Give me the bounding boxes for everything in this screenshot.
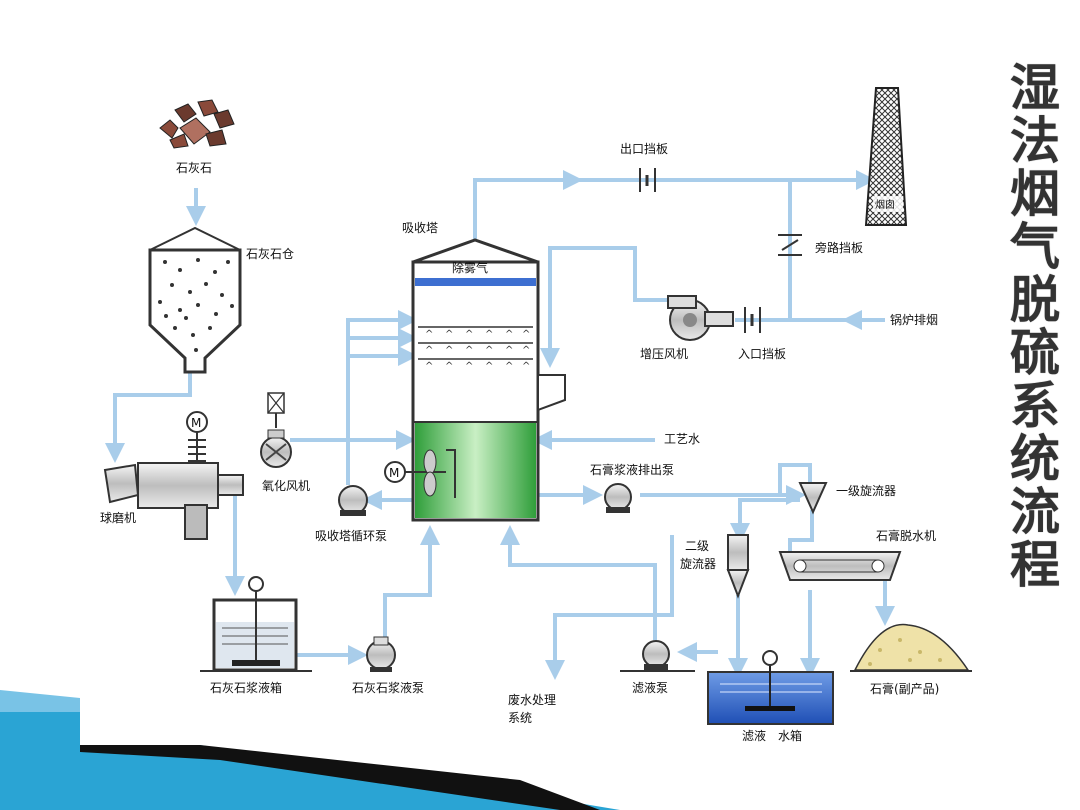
gypsum-product-icon xyxy=(850,623,972,672)
pipes xyxy=(105,170,895,680)
limestone-label: 石灰石 xyxy=(176,161,212,175)
title-char: 法 xyxy=(1010,112,1060,170)
svg-text:^: ^ xyxy=(465,345,473,356)
secondary-cyclone-label-2: 旋流器 xyxy=(680,557,716,571)
title-char: 脱 xyxy=(1010,271,1060,329)
gypsum-pump-icon xyxy=(604,483,632,513)
recirc-pump-label: 吸收塔循环泵 xyxy=(315,529,387,543)
oxidation-fan-icon xyxy=(260,392,292,468)
secondary-cyclone-icon xyxy=(726,534,750,599)
limestone-silo xyxy=(148,226,242,374)
wastewater-label-2: 系统 xyxy=(508,711,532,725)
booster-fan-icon xyxy=(667,295,734,341)
gypsum-dewater-icon xyxy=(778,551,902,581)
title-char: 系 xyxy=(1010,377,1060,435)
svg-text:^: ^ xyxy=(522,361,530,372)
recirc-pump-icon xyxy=(338,485,368,516)
filtrate-tank-label-2: 水箱 xyxy=(778,728,802,743)
svg-text:^: ^ xyxy=(522,345,530,356)
filtrate-tank xyxy=(707,650,834,725)
absorber-label: 吸收塔 xyxy=(402,221,438,235)
gypsum-dewater-label: 石膏脱水机 xyxy=(876,528,936,543)
filtrate-tank-label-1: 滤液 xyxy=(742,728,766,743)
svg-text:^: ^ xyxy=(425,345,433,356)
svg-text:^: ^ xyxy=(425,361,433,372)
svg-text:M: M xyxy=(389,466,399,480)
svg-text:^: ^ xyxy=(445,345,453,356)
title-char: 湿 xyxy=(1010,59,1060,117)
ball-mill-label: 球磨机 xyxy=(100,511,136,525)
title-char: 硫 xyxy=(1010,324,1060,382)
boiler-flue-label: 锅炉排烟 xyxy=(890,312,938,327)
svg-text:^: ^ xyxy=(522,329,530,340)
outlet-damper-label: 出口挡板 xyxy=(620,142,668,156)
svg-text:^: ^ xyxy=(505,361,513,372)
chimney xyxy=(864,87,908,226)
process-water-label: 工艺水 xyxy=(664,432,700,446)
svg-text:^: ^ xyxy=(445,329,453,340)
slurry-pump-label: 石灰石浆液泵 xyxy=(352,680,424,695)
bypass-damper-label: 旁路挡板 xyxy=(815,240,863,255)
primary-cyclone-label: 一级旋流器 xyxy=(836,484,896,498)
primary-cyclone-icon xyxy=(798,482,828,515)
title-char: 流 xyxy=(1010,483,1060,541)
absorber-motor-icon: M xyxy=(384,461,406,483)
oxidation-fan-label: 氧化风机 xyxy=(262,479,310,493)
svg-text:^: ^ xyxy=(425,329,433,340)
wastewater-label-1: 废水处理 xyxy=(508,692,556,707)
title-char: 气 xyxy=(1010,218,1060,276)
svg-text:^: ^ xyxy=(485,345,493,356)
filtrate-pump-label: 滤液泵 xyxy=(632,680,668,695)
filtrate-pump-icon xyxy=(620,640,695,672)
svg-text:M: M xyxy=(191,416,201,430)
gypsum-product-label: 石膏(副产品) xyxy=(870,681,939,696)
ball-mill xyxy=(103,432,244,540)
title-char: 程 xyxy=(1010,536,1060,594)
demister-label: 除雾气 xyxy=(452,260,488,275)
title-char: 烟 xyxy=(1010,165,1060,223)
gypsum-pump-label: 石膏浆液排出泵 xyxy=(590,462,674,477)
absorber-tower: ^ ^ ^ ^ ^ ^ ^ ^ ^ ^ ^ ^ ^ ^ ^ ^ ^ ^ xyxy=(405,238,566,522)
svg-text:^: ^ xyxy=(465,361,473,372)
title-char: 统 xyxy=(1010,430,1060,488)
limestone-slurry-tank xyxy=(200,576,312,672)
diagram-title: 湿 法 烟 气 脱 硫 系 统 流 程 xyxy=(1000,62,1070,592)
bypass-damper-icon xyxy=(778,234,802,256)
svg-text:^: ^ xyxy=(485,329,493,340)
svg-text:^: ^ xyxy=(505,329,513,340)
chimney-label: 烟囱 xyxy=(875,198,895,211)
limestone-icon xyxy=(159,99,235,149)
footer-decoration xyxy=(0,690,620,810)
secondary-cyclone-label-1: 二级 xyxy=(685,539,709,553)
ball-mill-motor-icon: M xyxy=(186,411,208,433)
svg-text:^: ^ xyxy=(465,329,473,340)
svg-text:^: ^ xyxy=(485,361,493,372)
outlet-damper-icon xyxy=(639,168,656,192)
slurry-tank-label: 石灰石浆液箱 xyxy=(210,680,282,695)
svg-text:^: ^ xyxy=(445,361,453,372)
limestone-silo-label: 石灰石仓 xyxy=(246,247,294,261)
slurry-pump-icon xyxy=(366,636,396,672)
svg-text:^: ^ xyxy=(505,345,513,356)
booster-fan-label: 增压风机 xyxy=(640,347,688,361)
inlet-damper-label: 入口挡板 xyxy=(738,347,786,361)
inlet-damper-icon xyxy=(744,307,761,333)
